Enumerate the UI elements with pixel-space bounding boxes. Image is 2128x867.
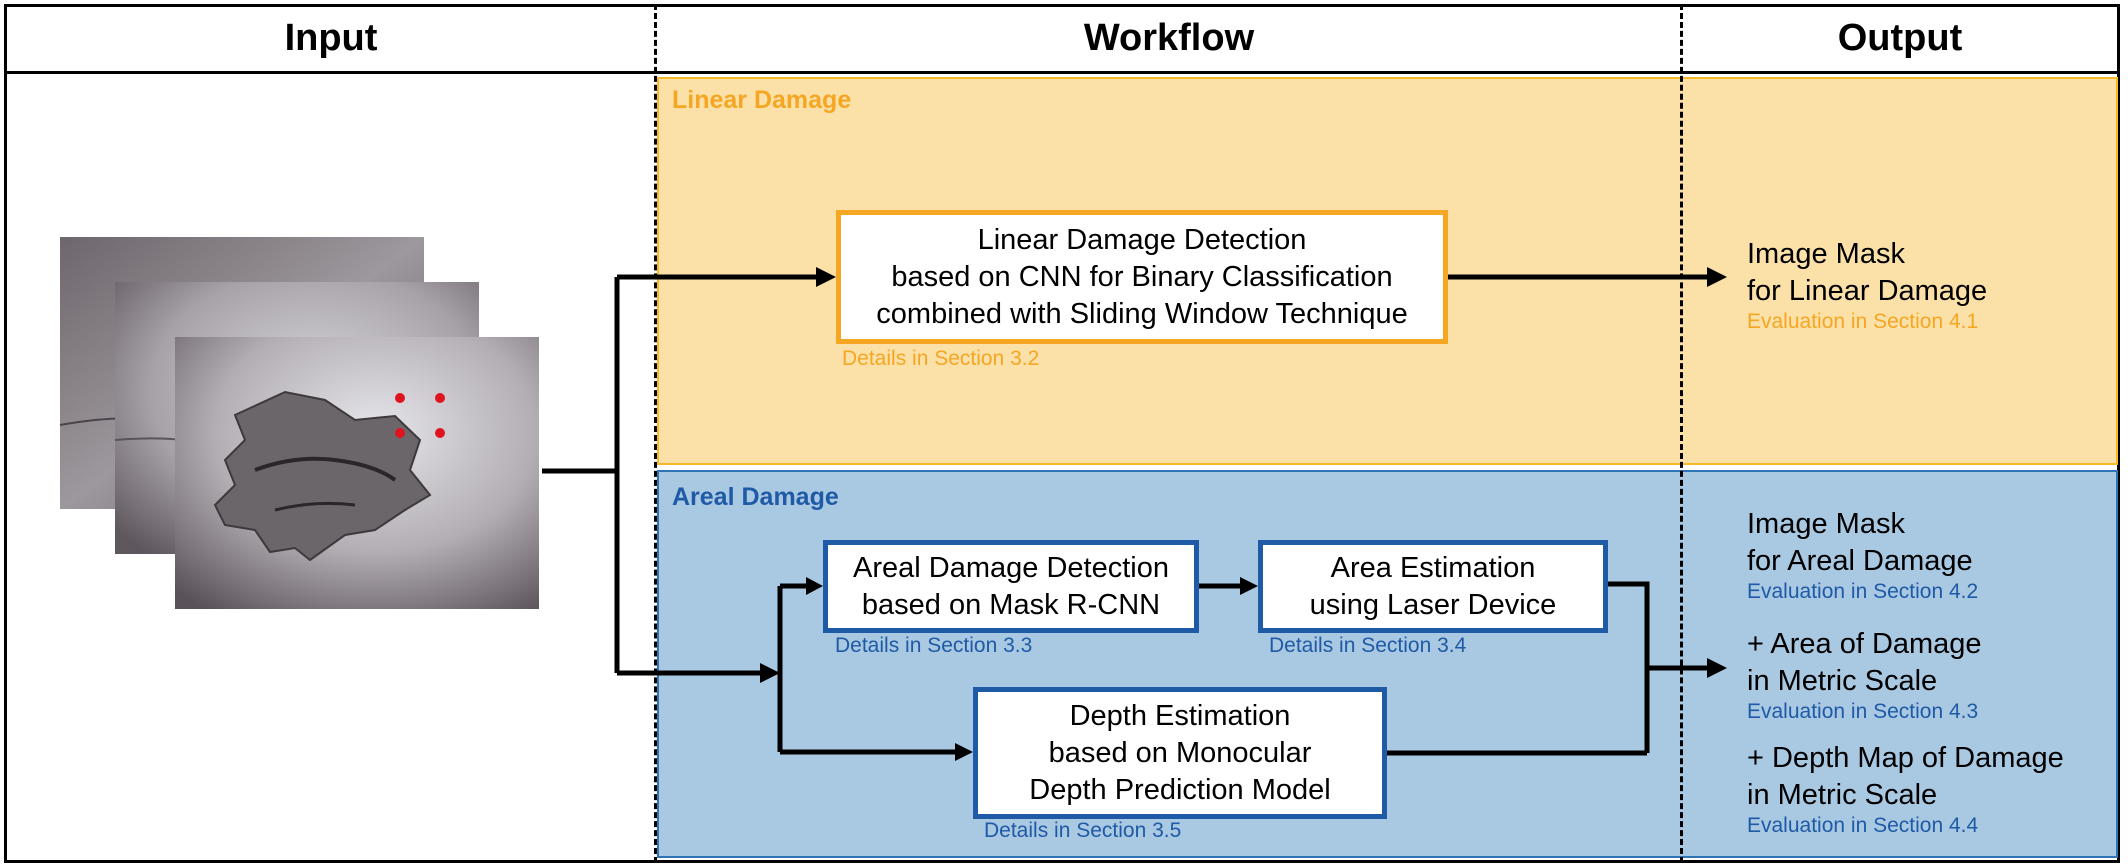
input-image-stack: [59, 237, 539, 609]
areal-damage-detection-box: Areal Damage Detection based on Mask R-C…: [823, 540, 1199, 633]
depth-estimation-box: Depth Estimation based on Monocular Dept…: [973, 687, 1387, 819]
area-estimation-line2: using Laser Device: [1309, 588, 1557, 621]
output-area-line2: in Metric Scale: [1747, 665, 1938, 697]
linear-detection-line3: combined with Sliding Window Technique: [876, 297, 1408, 330]
depth-estimation-line1: Depth Estimation: [1069, 699, 1291, 732]
output-area-eval: Evaluation in Section 4.3: [1747, 700, 1979, 723]
output-linear-mask-line1: Image Mask: [1747, 238, 1905, 270]
output-depth-eval: Evaluation in Section 4.4: [1747, 814, 1979, 837]
diagram-frame: [4, 4, 2120, 863]
output-depth: + Depth Map of Damage in Metric Scale: [1747, 740, 2064, 814]
output-depth-line2: in Metric Scale: [1747, 779, 1938, 811]
area-estimation-details: Details in Section 3.4: [1269, 634, 1467, 657]
area-estimation-line1: Area Estimation: [1330, 551, 1536, 584]
workflow-output-divider: [1680, 4, 1683, 863]
output-areal-mask-line1: Image Mask: [1747, 508, 1905, 540]
output-linear-mask: Image Mask for Linear Damage: [1747, 236, 1987, 310]
linear-detection-line1: Linear Damage Detection: [977, 223, 1307, 256]
linear-detection-details: Details in Section 3.2: [842, 347, 1040, 370]
input-photo-front: [175, 337, 539, 609]
areal-damage-band: [657, 470, 2118, 858]
workflow-column-header: Workflow: [1083, 17, 1255, 59]
output-areal-mask-eval: Evaluation in Section 4.2: [1747, 580, 1979, 603]
output-column-header: Output: [1837, 17, 1963, 59]
areal-detection-line2: based on Mask R-CNN: [861, 588, 1161, 621]
header-divider: [4, 71, 2120, 74]
output-linear-mask-eval: Evaluation in Section 4.1: [1747, 310, 1979, 333]
output-areal-mask-line2: for Areal Damage: [1747, 545, 1973, 577]
depth-estimation-line2: based on Monocular: [1048, 736, 1312, 769]
laser-dot: [435, 393, 445, 403]
output-linear-mask-line2: for Linear Damage: [1747, 275, 1988, 307]
input-column-header: Input: [284, 17, 378, 59]
output-areal-mask: Image Mask for Areal Damage: [1747, 506, 1973, 580]
area-estimation-box: Area Estimation using Laser Device: [1258, 540, 1608, 633]
linear-damage-title: Linear Damage: [672, 86, 852, 114]
spalling-damage-area: [213, 390, 432, 562]
laser-dot: [395, 428, 405, 438]
areal-damage-title: Areal Damage: [672, 483, 839, 511]
output-area: + Area of Damage in Metric Scale: [1747, 626, 1982, 700]
laser-dot: [435, 428, 445, 438]
areal-detection-details: Details in Section 3.3: [835, 634, 1033, 657]
output-depth-line1: + Depth Map of Damage: [1747, 742, 2064, 774]
depth-estimation-details: Details in Section 3.5: [984, 819, 1182, 842]
linear-damage-detection-box: Linear Damage Detection based on CNN for…: [836, 210, 1448, 344]
depth-estimation-line3: Depth Prediction Model: [1029, 773, 1331, 806]
output-area-line1: + Area of Damage: [1747, 628, 1982, 660]
linear-detection-line2: based on CNN for Binary Classification: [891, 260, 1393, 293]
input-workflow-divider: [654, 4, 657, 863]
areal-detection-line1: Areal Damage Detection: [853, 551, 1169, 584]
laser-dot: [395, 393, 405, 403]
